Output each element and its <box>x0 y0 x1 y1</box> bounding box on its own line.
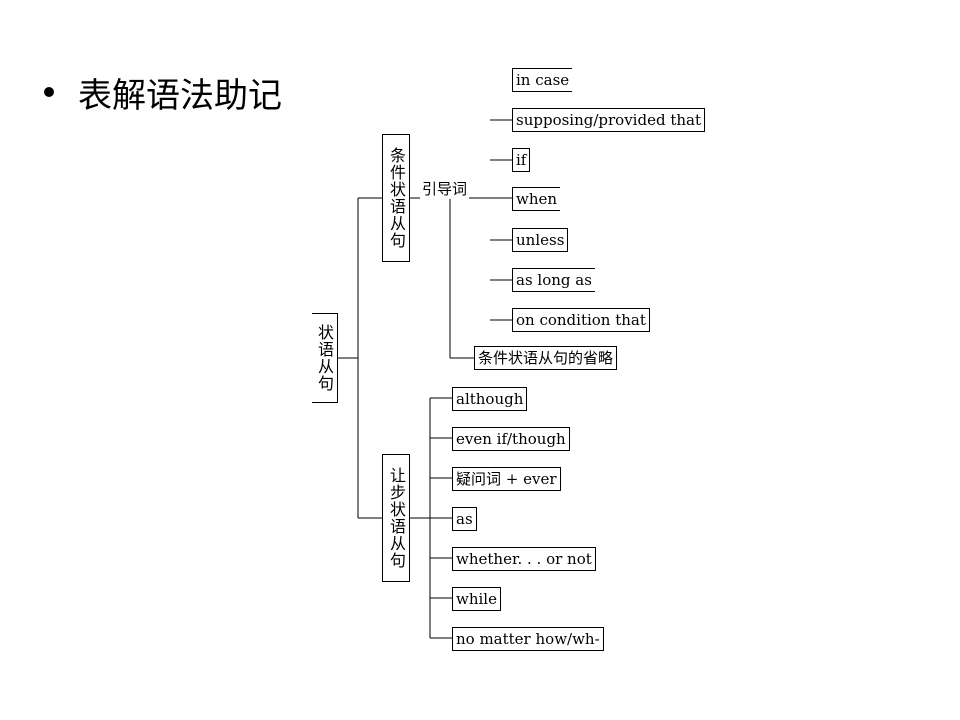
condition-item-supposing: supposing/provided that <box>512 108 705 132</box>
connector-label: 引导词 <box>420 178 470 199</box>
condition-item-if: if <box>512 148 531 172</box>
condition-item-as-long-as: as long as <box>512 268 595 292</box>
concession-item-question-ever: 疑问词 + ever <box>452 467 561 491</box>
bullet-icon <box>44 87 54 97</box>
condition-item-on-condition: on condition that <box>512 308 650 332</box>
concession-item-whether: whether. . . or not <box>452 547 596 571</box>
title-row: 表解语法助记 <box>44 64 306 120</box>
slide-title: 表解语法助记 <box>78 75 282 116</box>
condition-item-when: when <box>512 187 561 211</box>
concession-item-while: while <box>452 587 501 611</box>
concession-item-even-if: even if/though <box>452 427 570 451</box>
condition-item-in-case: in case <box>512 68 573 92</box>
concession-item-no-matter: no matter how/wh- <box>452 627 604 651</box>
condition-node: 条件状语从句 <box>382 134 410 262</box>
concession-item-although: although <box>452 387 528 411</box>
concession-node: 让步状语从句 <box>382 454 410 582</box>
condition-item-unless: unless <box>512 228 569 252</box>
concession-item-as: as <box>452 507 477 531</box>
condition-omission: 条件状语从句的省略 <box>474 346 618 370</box>
root-node: 状语从句 <box>312 313 338 403</box>
